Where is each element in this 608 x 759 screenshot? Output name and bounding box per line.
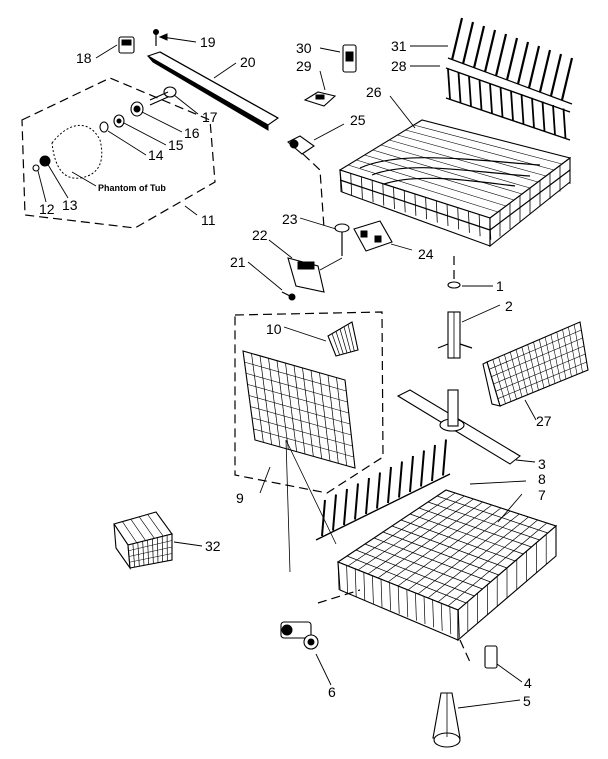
- callout-20: 20: [240, 54, 256, 70]
- tub-phantom-group: Phantom of Tub: [21, 77, 216, 229]
- part-27-silverware-basket: [482, 321, 589, 421]
- part-12-screw: [32, 164, 40, 172]
- part-26-upper-rack: [338, 95, 572, 248]
- part-19-screw: [153, 29, 159, 46]
- tub-phantom-shape: [51, 124, 103, 179]
- callout-26: 26: [366, 84, 382, 100]
- callout-13: 13: [62, 197, 78, 213]
- callout-28: 28: [391, 58, 407, 74]
- part-24-stop-bracket: [353, 220, 413, 252]
- callout-10: 10: [266, 321, 282, 337]
- callout-30: 30: [296, 40, 312, 56]
- part-3-spray-arm: [396, 389, 536, 465]
- callout-15: 15: [168, 137, 184, 153]
- part-10-shelf-panel: [283, 321, 359, 357]
- callout-29: 29: [296, 58, 312, 74]
- callout-7: 7: [538, 487, 546, 503]
- callout-23: 23: [282, 211, 298, 227]
- tub-phantom-outline: [21, 77, 216, 229]
- callout-11: 11: [201, 212, 216, 228]
- part-13-nut: [39, 155, 51, 167]
- part-5-spray-column: [432, 692, 521, 748]
- callout-22: 22: [252, 227, 268, 243]
- part-9-cup-shelf-group: [234, 311, 384, 494]
- part-32-small-basket: [113, 511, 203, 570]
- callout-6: 6: [328, 684, 336, 700]
- part-1-seal-ring: [447, 281, 493, 289]
- callout-16: 16: [184, 125, 200, 141]
- callout-21: 21: [230, 254, 246, 270]
- leaders-28-31: [410, 45, 448, 67]
- part-18-end-cap: [118, 36, 135, 54]
- part-20-track-rail: [146, 51, 280, 131]
- part-31-tine-row: [447, 17, 574, 105]
- callout-24: 24: [418, 246, 434, 262]
- callout-14: 14: [148, 147, 164, 163]
- part-16-washer: [130, 101, 144, 117]
- part-30-clip: [319, 44, 357, 73]
- callout-2: 2: [505, 298, 513, 314]
- shelf-to-rack-leaders: [285, 439, 337, 573]
- part-8-tine-row: [315, 439, 451, 541]
- leaders-top-left: [37, 33, 237, 216]
- callout-4: 4: [524, 675, 532, 691]
- callout-19: 19: [200, 34, 216, 50]
- part-28-tine-row: [445, 67, 571, 141]
- part-29-clip: [303, 70, 337, 107]
- callout-17: 17: [202, 109, 218, 125]
- caption-leader: [71, 171, 97, 187]
- callout-1: 1: [496, 278, 504, 294]
- part-25-roller: [287, 123, 345, 229]
- tub-phantom-caption: Phantom of Tub: [98, 183, 166, 193]
- part-14-bushing: [99, 121, 109, 133]
- callout-5: 5: [523, 693, 531, 709]
- callout-3: 3: [538, 456, 546, 472]
- part-2-spray-tower: [437, 256, 501, 359]
- callout-32: 32: [205, 538, 221, 554]
- part-22-bracket: [268, 239, 343, 293]
- callout-8: 8: [538, 471, 546, 487]
- part-23-screw: [299, 217, 350, 256]
- callout-9: 9: [236, 490, 244, 506]
- callout-27: 27: [536, 413, 552, 429]
- part-17-axle: [149, 86, 177, 106]
- callout-18: 18: [76, 50, 92, 66]
- part-7-lower-rack: [317, 480, 558, 663]
- part-4-bushing: [484, 645, 523, 683]
- callout-25: 25: [350, 112, 366, 128]
- part-15-wheel: [113, 114, 125, 128]
- callout-12: 12: [39, 201, 55, 217]
- callout-labels: 1 2 3 4 5 6 7 8 9 10 11 12 13 14 15 16 1…: [39, 34, 552, 709]
- part-6-wheel-assembly: [280, 621, 332, 686]
- part-21-screw: [247, 261, 296, 301]
- callout-31: 31: [391, 38, 407, 54]
